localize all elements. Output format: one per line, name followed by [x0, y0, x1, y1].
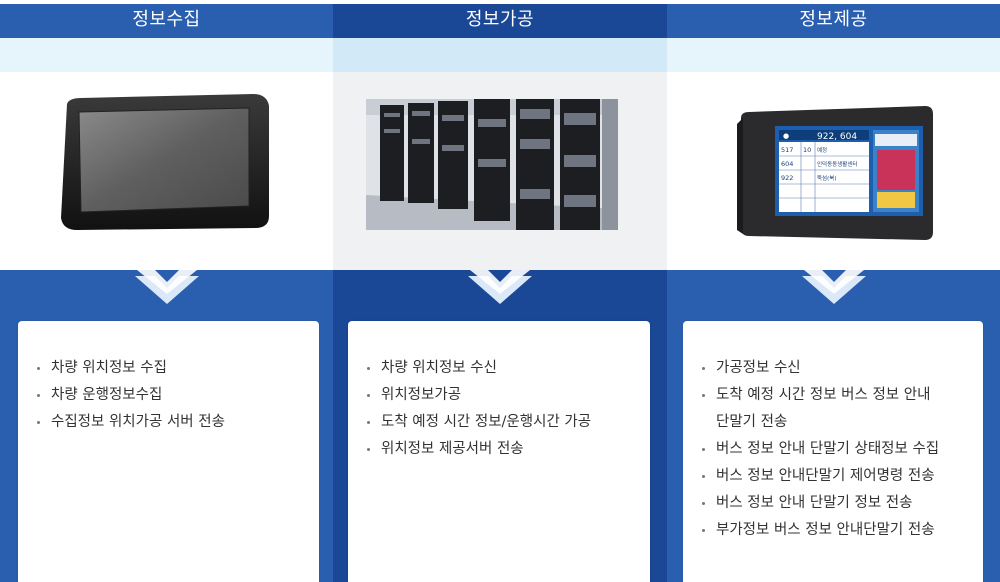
terminal-note: 뚝섬(북) [817, 174, 836, 182]
terminal-row: 517 [781, 146, 793, 154]
light-band [333, 38, 667, 72]
list-item: 차량 위치정보 수집 [35, 355, 319, 382]
description-box: 차량 위치정보 수신 위치정보가공 도착 예정 시간 정보/운행시간 가공 위치… [348, 321, 650, 582]
item-list: 가공정보 수신 도착 예정 시간 정보 버스 정보 안내 단말기 전송 버스 정… [683, 321, 983, 544]
list-item: 도착 예정 시간 정보 버스 정보 안내 [700, 382, 983, 409]
terminal-row: 922 [781, 174, 793, 182]
tablet-device-image [61, 94, 269, 230]
list-item: 버스 정보 안내단말기 제어명령 전송 [700, 463, 983, 490]
svg-text:●: ● [783, 132, 789, 140]
column-title: 정보가공 [333, 4, 667, 38]
list-item: 차량 운행정보수집 [35, 382, 319, 409]
terminal-note: 인덕동동생활센터 [817, 160, 857, 168]
description-box: 차량 위치정보 수집 차량 운행정보수집 수집정보 위치가공 서버 전송 [18, 321, 319, 582]
list-item: 부가정보 버스 정보 안내단말기 전송 [700, 517, 983, 544]
terminal-note: 예정 [817, 146, 827, 154]
column-provide: 정보제공 ● 922, 604 517 10 604 922 [667, 0, 1000, 582]
image-area [0, 72, 333, 270]
image-area: ● 922, 604 517 10 604 922 예정 인덕동동생활센터 뚝섬… [667, 72, 1000, 270]
column-title: 정보수집 [0, 4, 333, 38]
item-list: 차량 위치정보 수집 차량 운행정보수집 수집정보 위치가공 서버 전송 [18, 321, 319, 436]
terminal-route-number: 922, 604 [817, 132, 857, 142]
item-list: 차량 위치정보 수신 위치정보가공 도착 예정 시간 정보/운행시간 가공 위치… [348, 321, 650, 463]
list-item: 차량 위치정보 수신 [365, 355, 650, 382]
description-box: 가공정보 수신 도착 예정 시간 정보 버스 정보 안내 단말기 전송 버스 정… [683, 321, 983, 582]
list-item: 수집정보 위치가공 서버 전송 [35, 409, 319, 436]
list-item: 단말기 전송 [716, 414, 788, 430]
list-item: 가공정보 수신 [700, 355, 983, 382]
arrow-down-icon [801, 270, 866, 304]
arrow-down-icon [134, 270, 199, 304]
list-item: 도착 예정 시간 정보/운행시간 가공 [365, 409, 650, 436]
list-item: 위치정보가공 [365, 382, 650, 409]
light-band [0, 38, 333, 72]
column-collect: 정보수집 차량 위치정보 수집 차량 운행정보수집 수집정보 위치가공 서버 전… [0, 0, 333, 582]
terminal-row: 10 [803, 146, 811, 154]
list-item: 버스 정보 안내 단말기 상태정보 수집 [700, 436, 983, 463]
list-item: 위치정보 제공서버 전송 [365, 436, 650, 463]
column-process: 정보가공 [333, 0, 667, 582]
arrow-down-icon [468, 270, 532, 304]
server-rack-image [366, 99, 618, 230]
column-title: 정보제공 [667, 4, 1000, 38]
terminal-row: 604 [781, 160, 793, 168]
bus-info-terminal-image: ● 922, 604 517 10 604 922 예정 인덕동동생활센터 뚝섬… [737, 106, 933, 240]
list-item: 버스 정보 안내 단말기 정보 전송 [700, 490, 983, 517]
image-area [333, 72, 667, 270]
light-band [667, 38, 1000, 72]
